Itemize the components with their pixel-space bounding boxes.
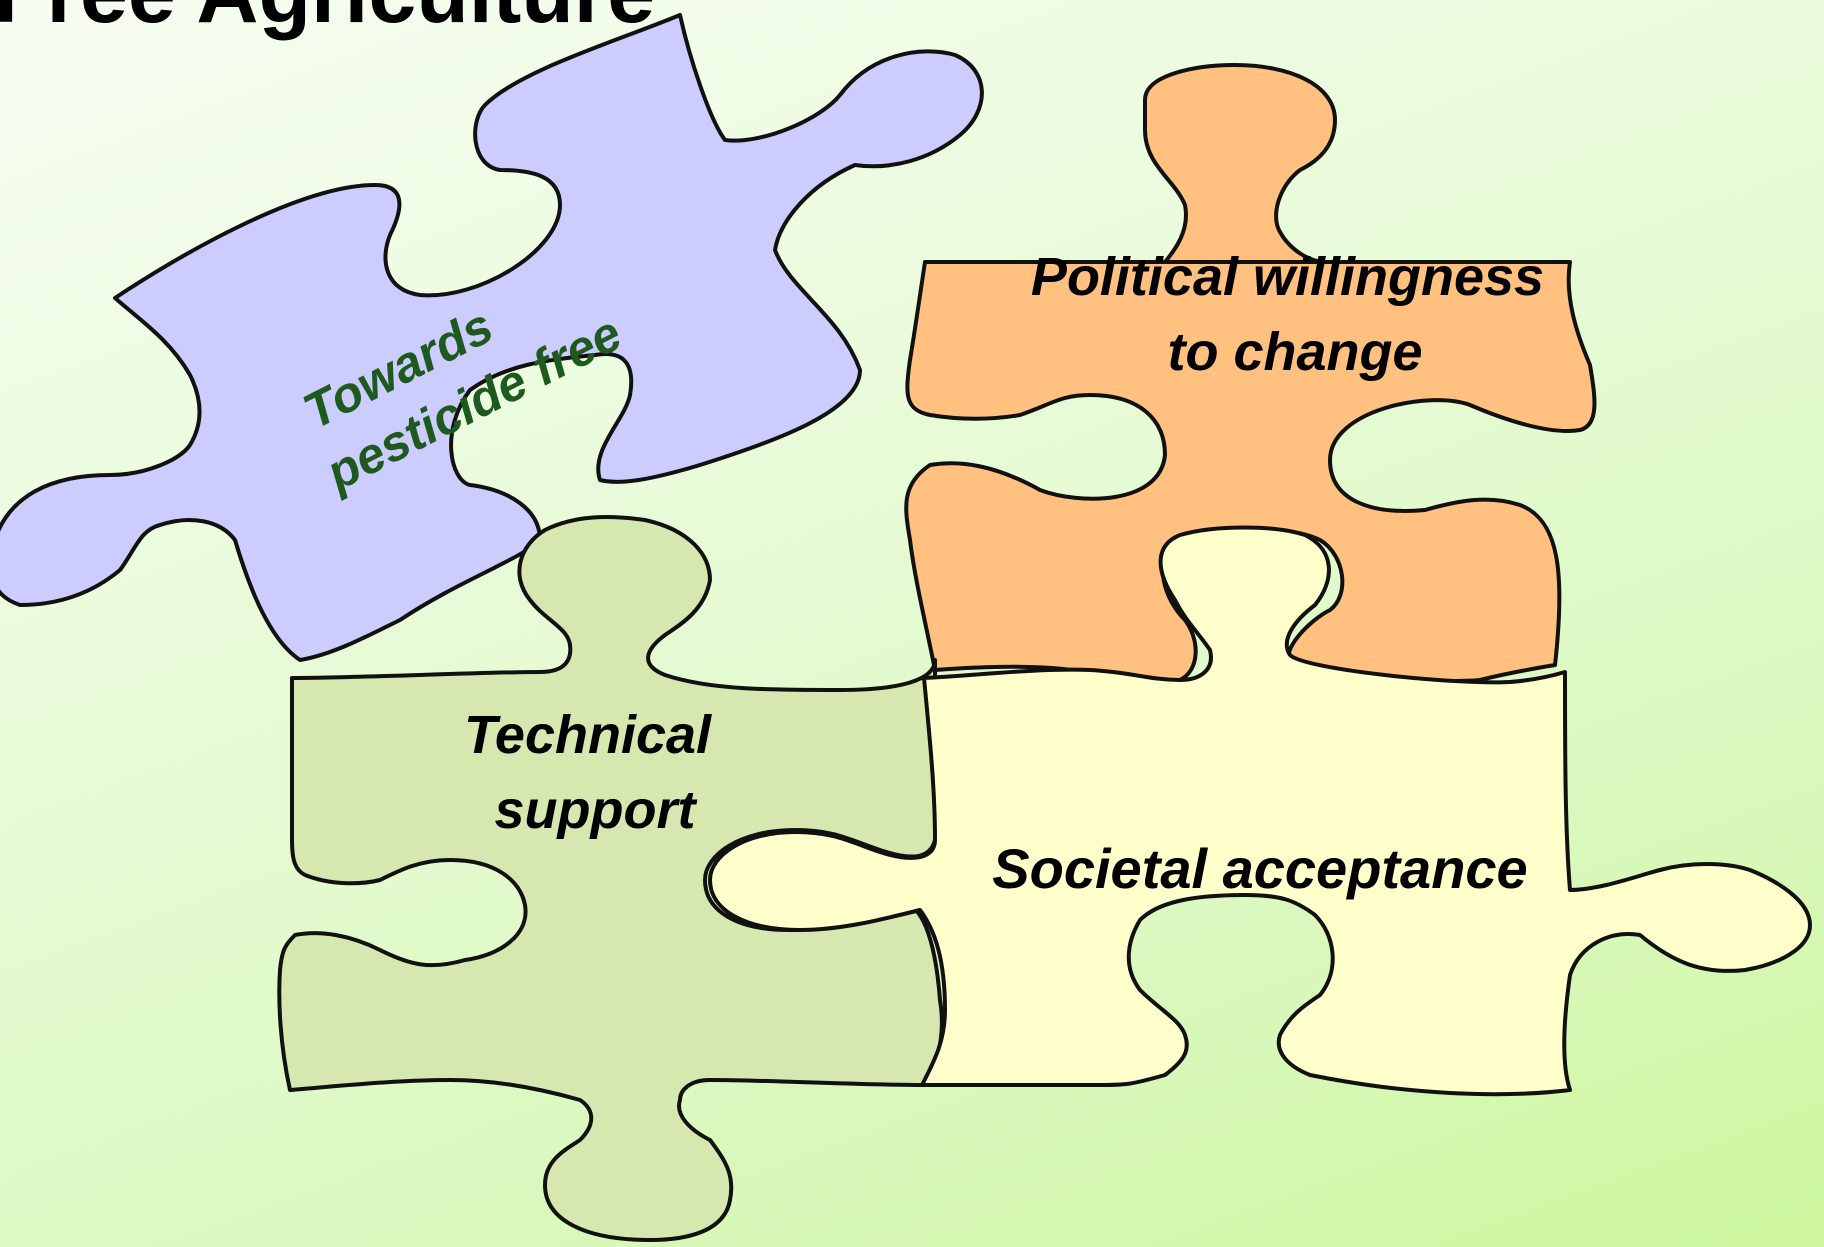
technical-text: Technical support [464, 705, 726, 840]
puzzle-piece-towards-shape [0, 13, 984, 662]
puzzle-piece-towards: Towards pesticide free [0, 13, 984, 662]
puzzle-piece-societal: Societal acceptance [708, 525, 1812, 1097]
political-line-1: Political willingness [1031, 247, 1544, 307]
political-line-2: to change [1167, 322, 1422, 382]
slide-title: Free Agriculture [0, 0, 655, 36]
political-text: Political willingness to change [1031, 247, 1559, 382]
societal-line-1: Societal acceptance [992, 837, 1527, 900]
technical-line-1: Technical [464, 705, 712, 765]
puzzle-piece-technical: Technical support [277, 515, 944, 1242]
societal-text: Societal acceptance [992, 837, 1527, 900]
puzzle-piece-societal-shape [708, 525, 1812, 1097]
technical-line-2: support [495, 780, 698, 840]
